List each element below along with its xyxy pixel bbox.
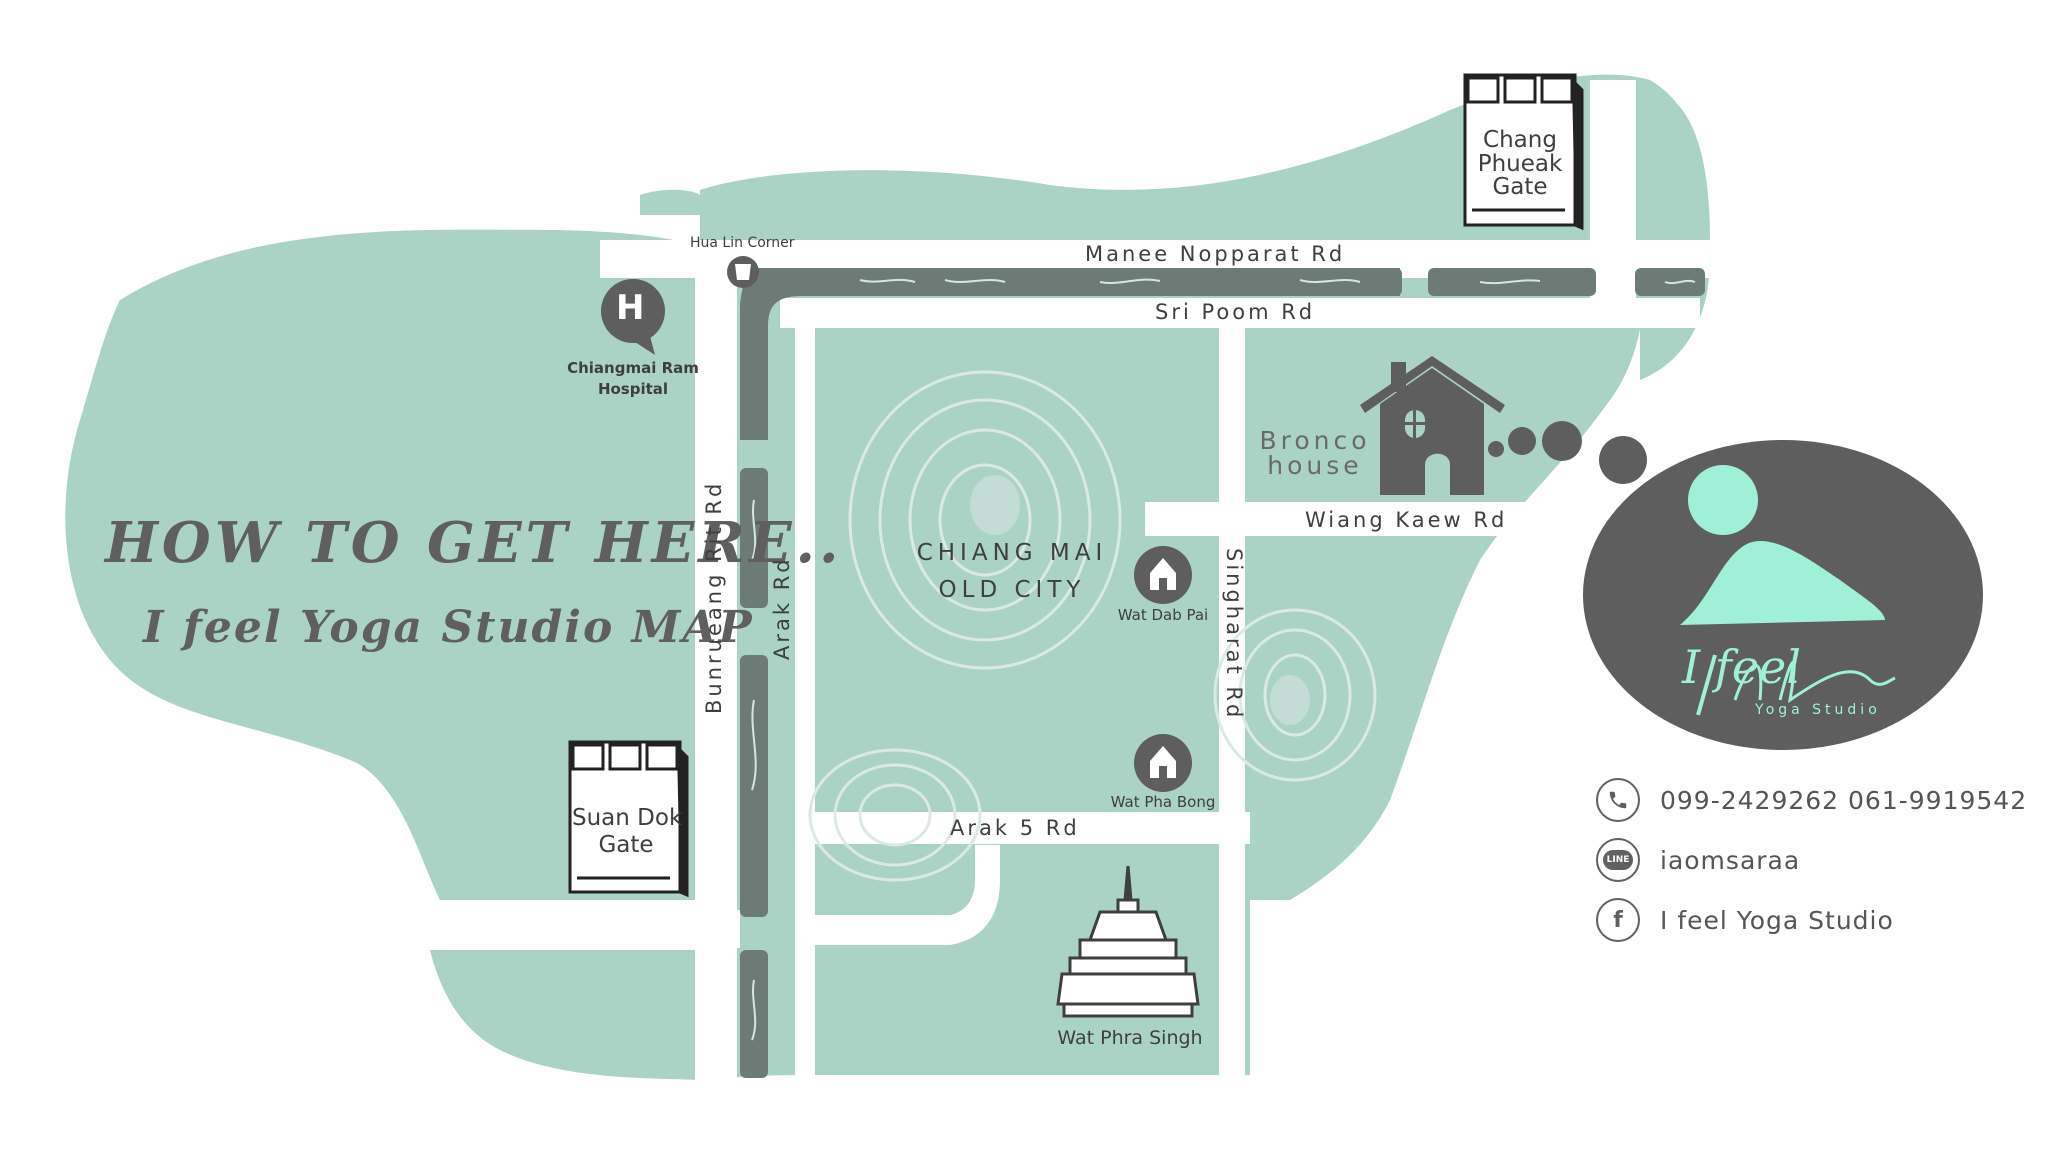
chang-phueak-label-line1: Chang (1483, 127, 1557, 153)
contact-line: LINE iaomsaraa (1596, 838, 1800, 882)
line-id: iaomsaraa (1660, 845, 1801, 875)
suan-dok-label-line1: Suan Dok (572, 805, 683, 831)
old-city-rings (808, 370, 1377, 882)
suan-dok-gate-icon (568, 740, 689, 898)
road-label-manee-nopparat: Manee Nopparat Rd (1085, 242, 1346, 266)
old-city-label-line2: OLD CITY (938, 577, 1086, 603)
road-label-arak: Arak Rd (770, 556, 794, 660)
hospital-pin-icon (601, 279, 665, 355)
road-label-arak-5: Arak 5 Rd (950, 816, 1080, 840)
bronco-house-label-line2: house (1267, 451, 1363, 480)
logo-brand: I feel (1682, 640, 1801, 694)
road-label-sri-poom: Sri Poom Rd (1155, 300, 1316, 324)
wat-dab-pai-icon (1134, 546, 1192, 604)
map-title: HOW TO GET HERE.. (105, 510, 843, 576)
hospital-letter: H (616, 288, 645, 328)
wat-pha-bong-icon (1134, 734, 1192, 792)
contact-phone: 099-2429262 061-9919542 (1596, 778, 2027, 822)
hospital-label-line2: Hospital (597, 380, 669, 398)
line-icon: LINE (1596, 838, 1640, 882)
phone-icon (1596, 778, 1640, 822)
wat-phra-singh-stupa-icon (1056, 865, 1200, 1018)
chang-phueak-label-line2: Phueak (1477, 151, 1563, 177)
chang-phueak-label-line3: Gate (1492, 174, 1548, 200)
hua-lin-marker-icon (727, 256, 759, 288)
old-city-label-line1: CHIANG MAI (916, 540, 1108, 566)
facebook-icon: f (1596, 898, 1640, 942)
suan-dok-label-line2: Gate (598, 832, 654, 858)
hospital-label-line1: Chiangmai Ram (567, 359, 699, 377)
map-subtitle: I feel Yoga Studio MAP (143, 602, 754, 653)
yoga-studio-logo (1583, 440, 1983, 750)
hua-lin-corner-label: Hua Lin Corner (690, 235, 795, 251)
bronco-house-label-line1: Bronco (1259, 426, 1371, 455)
facebook-page: I feel Yoga Studio (1660, 905, 1894, 935)
road-label-wiang-kaew: Wiang Kaew Rd (1305, 508, 1508, 532)
chang-phueak-gate-icon (1463, 73, 1584, 231)
phone-numbers: 099-2429262 061-9919542 (1660, 785, 2028, 815)
roads (320, 80, 1710, 1085)
ring-center-patches (970, 475, 1310, 725)
path-dots (1488, 421, 1647, 484)
bronco-house-icon (1360, 356, 1505, 495)
moat-ripples (751, 278, 1696, 1041)
road-label-singharat: Singharat Rd (1222, 548, 1246, 721)
logo-subtitle: Yoga Studio (1755, 702, 1881, 718)
road-label-bunrueang-rit: Bunrueang Rit Rd (702, 480, 726, 714)
wat-phra-singh-label: Wat Phra Singh (1057, 1027, 1203, 1049)
contact-facebook: f I feel Yoga Studio (1596, 898, 1894, 942)
wat-pha-bong-label: Wat Pha Bong (1110, 793, 1216, 811)
wat-dab-pai-label: Wat Dab Pai (1117, 606, 1209, 624)
